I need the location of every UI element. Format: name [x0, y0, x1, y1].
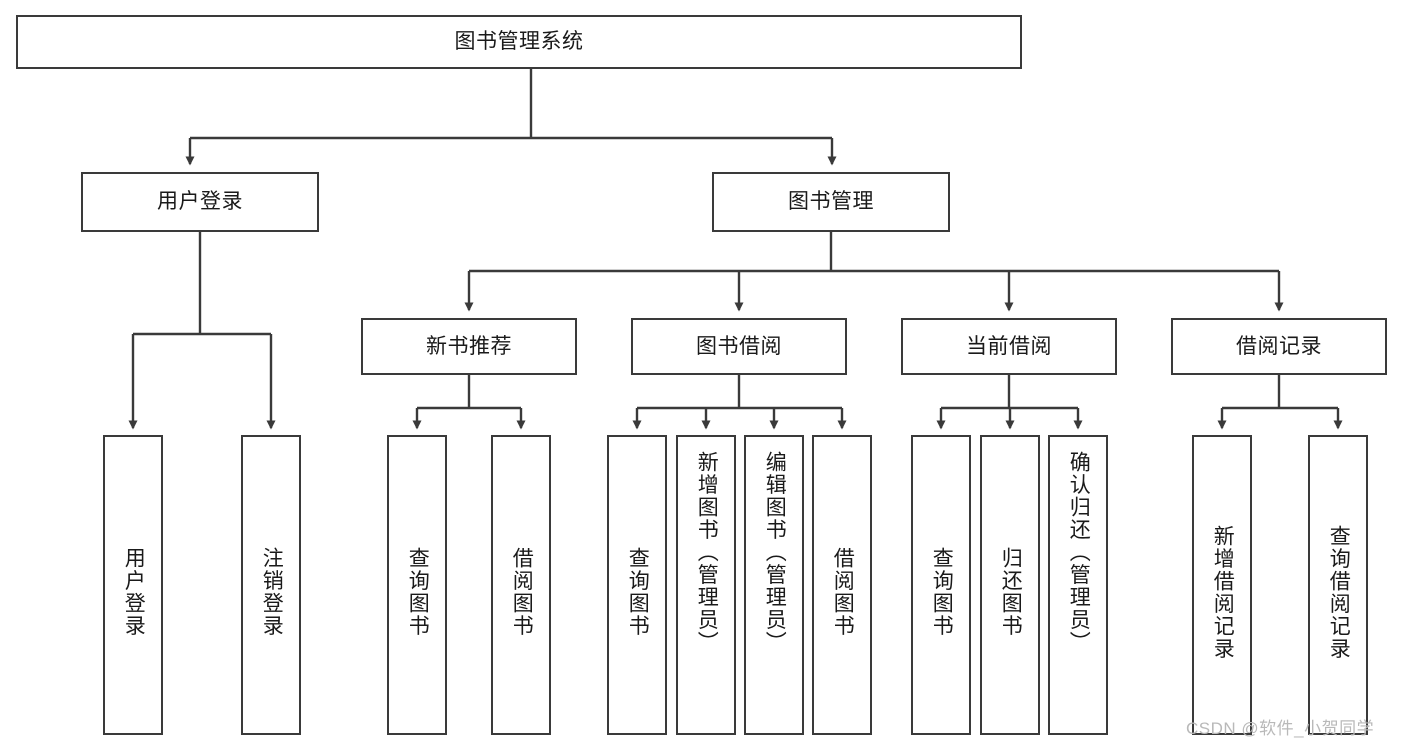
node-borrow-record-label: 借阅记录	[1236, 334, 1322, 358]
node-cb-child-1[interactable]: 查询图书	[911, 435, 971, 735]
node-current-borrow[interactable]: 当前借阅	[901, 318, 1117, 375]
node-bb-child-2-label: 新增图书（管理员）	[695, 451, 719, 654]
node-nbr-child-1[interactable]: 查询图书	[387, 435, 447, 735]
node-bb-child-2[interactable]: 新增图书（管理员）	[676, 435, 736, 735]
node-cb-child-2-label: 归还图书	[999, 547, 1023, 637]
csdn-watermark: CSDN @软件_小贺同学	[1186, 719, 1375, 738]
node-nbr-child-1-label: 查询图书	[406, 547, 430, 637]
node-nbr-child-2-label: 借阅图书	[510, 547, 534, 637]
node-new-book-rec-label: 新书推荐	[426, 334, 512, 358]
node-book-manage[interactable]: 图书管理	[712, 172, 950, 232]
node-book-manage-label: 图书管理	[788, 190, 874, 214]
node-new-book-rec[interactable]: 新书推荐	[361, 318, 577, 375]
node-cb-child-3-label: 确认归还（管理员）	[1067, 451, 1091, 654]
node-nbr-child-2[interactable]: 借阅图书	[491, 435, 551, 735]
node-bb-child-4-label: 借阅图书	[831, 547, 855, 637]
node-cb-child-2[interactable]: 归还图书	[980, 435, 1040, 735]
node-cb-child-1-label: 查询图书	[930, 547, 954, 637]
node-user-login-child-2[interactable]: 注销登录	[241, 435, 301, 735]
node-bb-child-3-label: 编辑图书（管理员）	[763, 451, 787, 654]
node-user-login-child-1-label: 用户登录	[122, 547, 146, 637]
node-br-child-1-label: 新增借阅记录	[1211, 524, 1235, 660]
node-book-borrow[interactable]: 图书借阅	[631, 318, 847, 375]
node-br-child-2-label: 查询借阅记录	[1327, 524, 1351, 660]
node-user-login[interactable]: 用户登录	[81, 172, 319, 232]
node-user-login-label: 用户登录	[157, 190, 243, 214]
node-bb-child-1-label: 查询图书	[626, 547, 650, 637]
node-cb-child-3[interactable]: 确认归还（管理员）	[1048, 435, 1108, 735]
node-borrow-record[interactable]: 借阅记录	[1171, 318, 1387, 375]
node-bb-child-1[interactable]: 查询图书	[607, 435, 667, 735]
node-root[interactable]: 图书管理系统	[16, 15, 1022, 69]
node-root-label: 图书管理系统	[454, 30, 584, 54]
node-bb-child-3[interactable]: 编辑图书（管理员）	[744, 435, 804, 735]
node-bb-child-4[interactable]: 借阅图书	[812, 435, 872, 735]
node-br-child-1[interactable]: 新增借阅记录	[1192, 435, 1252, 735]
node-current-borrow-label: 当前借阅	[966, 334, 1052, 358]
node-user-login-child-1[interactable]: 用户登录	[103, 435, 163, 735]
node-br-child-2[interactable]: 查询借阅记录	[1308, 435, 1368, 735]
node-book-borrow-label: 图书借阅	[696, 334, 782, 358]
node-user-login-child-2-label: 注销登录	[260, 547, 284, 637]
